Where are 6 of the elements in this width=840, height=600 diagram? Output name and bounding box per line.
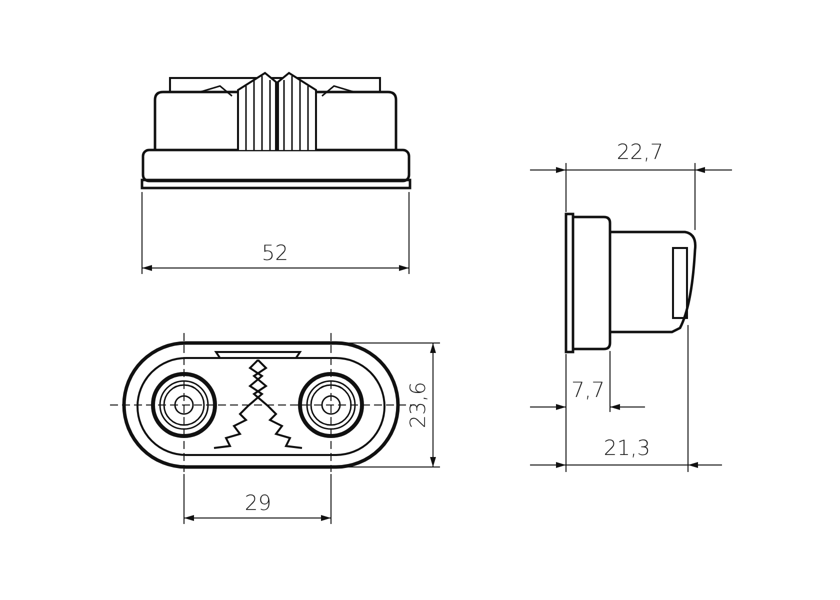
dimension-value: 29 — [244, 492, 272, 514]
dimension-value: 52 — [262, 242, 288, 264]
dimension-value: 21,3 — [604, 437, 650, 459]
dimension-value: 22,7 — [616, 141, 664, 163]
dimension-value: 23,6 — [407, 382, 429, 428]
dimension-value: 7,7 — [571, 379, 605, 401]
